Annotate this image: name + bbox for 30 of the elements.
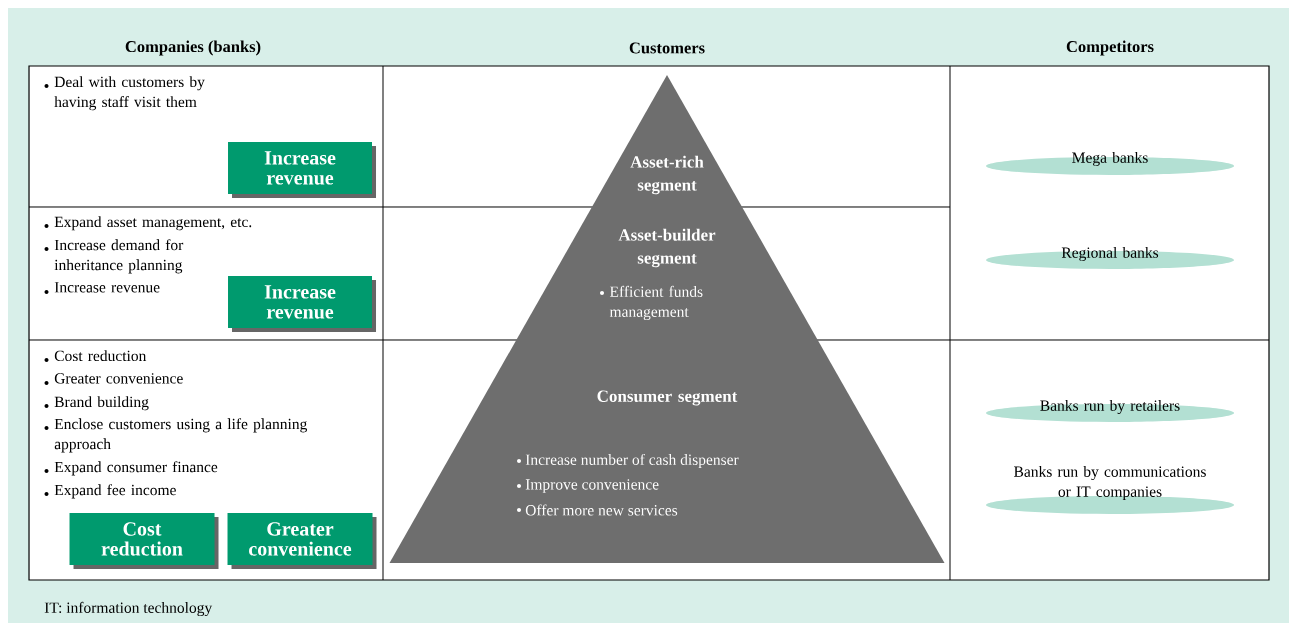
bullet-item: Brand building [44,396,149,411]
pyramid-segment: Asset-rich segment [591,75,743,207]
bullet-item: Increase demand for inheritance planning [44,239,184,274]
node-label: Increase number of cash dispenser [525,453,739,469]
bullet-item: Expand consumer finance [44,461,218,476]
node-label: Improve convenience [525,479,659,493]
bullet-item: Greater convenience [44,373,183,385]
column-header: Competitors [1066,40,1154,56]
column-header: Customers [629,42,705,54]
node-label: Offer more new services [525,504,678,516]
tag-box: Increase revenue [228,276,376,332]
tag-box: Increase revenue [228,142,376,198]
ellipse-label: Banks run by communications or IT companies [986,465,1234,514]
node-label: Asset-rich segment [630,155,704,195]
node-label: Asset-builder segment [618,228,716,268]
tag-box: Greater convenience [227,513,377,569]
bullet-item: Deal with customers by having staff visit them [44,76,205,111]
node-label: Consumer segment [597,390,738,406]
node-label: Efficient funds management [609,285,703,321]
tag-box: Cost reduction [69,513,219,569]
ellipse-label: Banks run by retailers [986,399,1234,422]
footnote: IT: information technology [44,601,213,617]
bullet-item: Cost reduction [44,350,147,362]
bullet-item: Increase revenue [44,282,160,294]
bullet-item: Expand asset management, etc. [44,216,252,231]
bullet-item: Expand fee income [44,484,176,499]
bullet-item: Enclose customers using a life planning approach [44,418,308,453]
ellipse-label: Mega banks [986,151,1234,175]
ellipse-label: Regional banks [986,246,1234,269]
column-header: Companies (banks) [125,40,261,56]
